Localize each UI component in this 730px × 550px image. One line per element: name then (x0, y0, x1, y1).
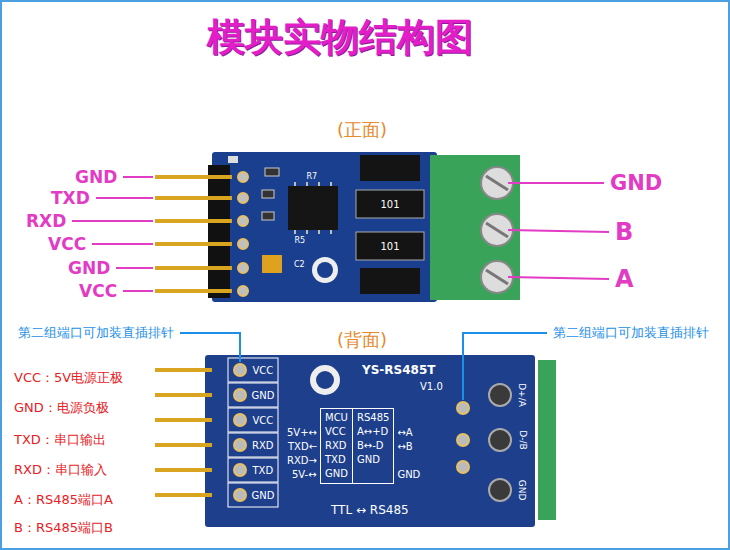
silkscreen-box: RS485A↔+DB↔-DGND (352, 408, 394, 484)
silkscreen-ref: C2 (294, 260, 305, 269)
diagram-title: 模块实物结构图 (0, 12, 680, 63)
pin-name: RXD (26, 211, 66, 231)
pin-description: TXD：串口输出 (14, 431, 106, 449)
pin-name: GND (325, 467, 348, 481)
signal-arrow: ↔A (397, 427, 412, 438)
pin-name: B↔-D (357, 439, 389, 453)
silkscreen-box: MCUVCCRXDTXDGND (320, 408, 353, 484)
signal-arrow: ↔B (397, 441, 412, 452)
pin-name: RXD (325, 439, 348, 453)
pin-description: A：RS485端口A (14, 491, 113, 509)
silkscreen-pin: TXD (253, 465, 274, 476)
pin-name: VCC (325, 425, 348, 439)
pin-name: VCC (48, 234, 86, 254)
terminal-name: A (615, 265, 634, 293)
signal-arrow: GND (397, 469, 420, 480)
pin-name: GND (68, 258, 110, 278)
terminal-silkscreen: GND (517, 480, 527, 501)
view-label: (正面) (337, 118, 387, 142)
front-board (155, 152, 520, 302)
pin-name: GND (75, 167, 117, 187)
silkscreen-ref: R7 (307, 172, 318, 181)
pin-name: GND (357, 453, 389, 467)
pin-name: VCC (79, 281, 117, 301)
signal-arrow: 5V-↔ (292, 469, 317, 480)
terminal-silkscreen: D+/A (517, 383, 527, 407)
box-heading: MCU (325, 411, 348, 425)
callout-note: 第二组端口可加装直插排针 (18, 324, 174, 342)
silkscreen-ref: R5 (295, 236, 306, 245)
signal-arrow: TXD← (288, 441, 317, 452)
terminal-name: GND (610, 171, 662, 195)
pin-name: TXD (51, 188, 90, 208)
view-label: (背面) (337, 328, 387, 352)
box-heading: RS485 (357, 411, 389, 425)
component-marking: 101 (381, 199, 400, 210)
board-version: V1.0 (420, 381, 443, 392)
pin-name: A↔+D (357, 425, 389, 439)
pin-description: VCC：5V电源正极 (14, 369, 123, 387)
pin-description: RXD：串口输入 (14, 461, 107, 479)
leader-lines (72, 177, 609, 291)
pin-name: TXD (325, 453, 348, 467)
board-name: YS-RS485T (362, 363, 435, 377)
silkscreen-pin: GND (252, 390, 275, 401)
terminal-name: B (615, 218, 633, 246)
callout-note: 第二组端口可加装直插排针 (553, 324, 709, 342)
board-function: TTL ↔ RS485 (331, 503, 409, 517)
back-board (155, 355, 556, 527)
silkscreen-pin: VCC (253, 365, 274, 376)
signal-arrow: RXD→ (287, 455, 317, 466)
terminal-silkscreen: D-/B (517, 430, 527, 449)
pin-description: GND：电源负极 (14, 399, 109, 417)
pin-description: B：RS485端口B (14, 519, 113, 537)
silkscreen-pin: VCC (253, 415, 274, 426)
component-marking: 101 (381, 241, 400, 252)
silkscreen-pin: GND (252, 490, 275, 501)
signal-arrow: 5V+↔ (287, 427, 317, 438)
silkscreen-pin: RXD (252, 440, 274, 451)
